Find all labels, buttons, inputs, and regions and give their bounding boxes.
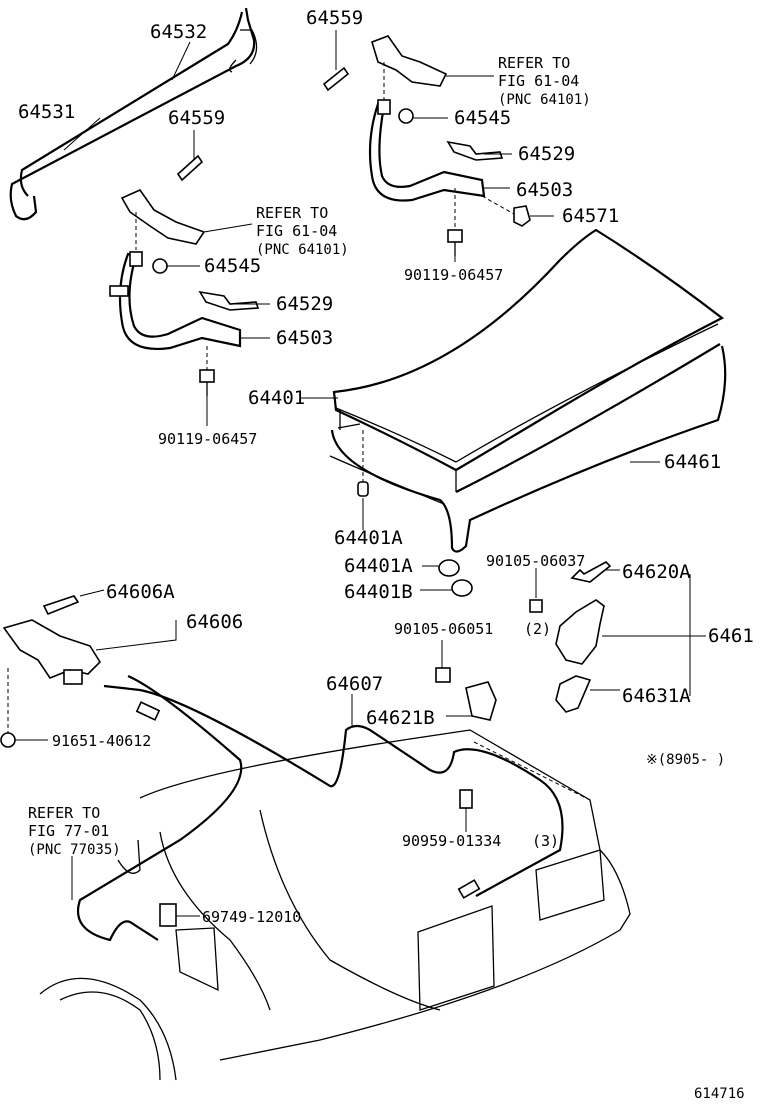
- label-64529-right: 64529: [518, 143, 575, 165]
- label-64631A: 64631A: [622, 685, 691, 707]
- label-refer-right-1: REFER TO: [498, 54, 570, 72]
- label-64620A: 64620A: [622, 561, 691, 583]
- label-64401A-1: 64401A: [334, 527, 403, 549]
- label-date-note: ※(8905- ): [646, 752, 725, 768]
- torsion-bar-assembly: [9, 7, 258, 221]
- label-refer-left-1: REFER TO: [256, 204, 328, 222]
- label-64621B: 64621B: [366, 707, 435, 729]
- leader-refer-left: [203, 223, 253, 233]
- label-bolt-left: 90119-06457: [158, 430, 257, 448]
- leader-64606: [95, 620, 177, 651]
- release-cable: [76, 674, 564, 942]
- label-bolt-right: 90119-06457: [404, 266, 503, 284]
- label-clamp-90959: 90959-01334: [402, 832, 501, 850]
- left-hinge-assembly: [109, 154, 260, 396]
- weatherstrip: [329, 345, 727, 553]
- label-64606: 64606: [186, 611, 243, 633]
- striker: [435, 667, 497, 721]
- label-64607: 64607: [326, 673, 383, 695]
- label-refer-right-2: FIG 61-04: [498, 72, 579, 90]
- label-64503-left: 64503: [276, 327, 333, 349]
- figure-number: 614716: [694, 1086, 745, 1102]
- car-body-outline: [39, 729, 631, 1081]
- release-lever-assembly: [0, 595, 102, 748]
- label-64559-mid: 64559: [168, 107, 225, 129]
- label-64529-left: 64529: [276, 293, 333, 315]
- label-refer-cable-3: (PNC 77035): [28, 842, 121, 858]
- label-64503-right: 64503: [516, 179, 573, 201]
- leader-64532: [171, 41, 191, 81]
- label-64401A-2: 64401A: [344, 555, 413, 577]
- label-refer-cable-1: REFER TO: [28, 804, 100, 822]
- label-64461: 64461: [664, 451, 721, 473]
- label-6461: 6461: [708, 625, 754, 647]
- label-screw-90105-06037: 90105-06037: [486, 552, 585, 570]
- label-64401: 64401: [248, 387, 305, 409]
- label-clamp-qty: (3): [532, 832, 559, 850]
- lock-assembly: [529, 561, 612, 713]
- bumper-stops: [357, 430, 473, 597]
- label-refer-cable-2: FIG 77-01: [28, 822, 109, 840]
- label-refer-left-2: FIG 61-04: [256, 222, 337, 240]
- label-64532: 64532: [150, 21, 207, 43]
- label-64531: 64531: [18, 101, 75, 123]
- leader-64606A: [79, 589, 105, 597]
- trunk-lid: [332, 228, 725, 493]
- label-screw-qty: (2): [524, 620, 551, 638]
- label-64545-left: 64545: [204, 255, 261, 277]
- label-clip-91651: 91651-40612: [52, 732, 151, 750]
- label-64545-right: 64545: [454, 107, 511, 129]
- label-64559-top: 64559: [306, 7, 363, 29]
- label-64571: 64571: [562, 205, 619, 227]
- label-screw-90105-06051: 90105-06051: [394, 620, 493, 638]
- leader-64531: [63, 117, 101, 151]
- right-hinge-assembly: [322, 35, 531, 256]
- label-refer-left-3: (PNC 64101): [256, 242, 349, 258]
- label-69749: 69749-12010: [202, 908, 301, 926]
- label-64401B: 64401B: [344, 581, 413, 603]
- label-64606A: 64606A: [106, 581, 175, 603]
- label-refer-right-3: (PNC 64101): [498, 92, 591, 108]
